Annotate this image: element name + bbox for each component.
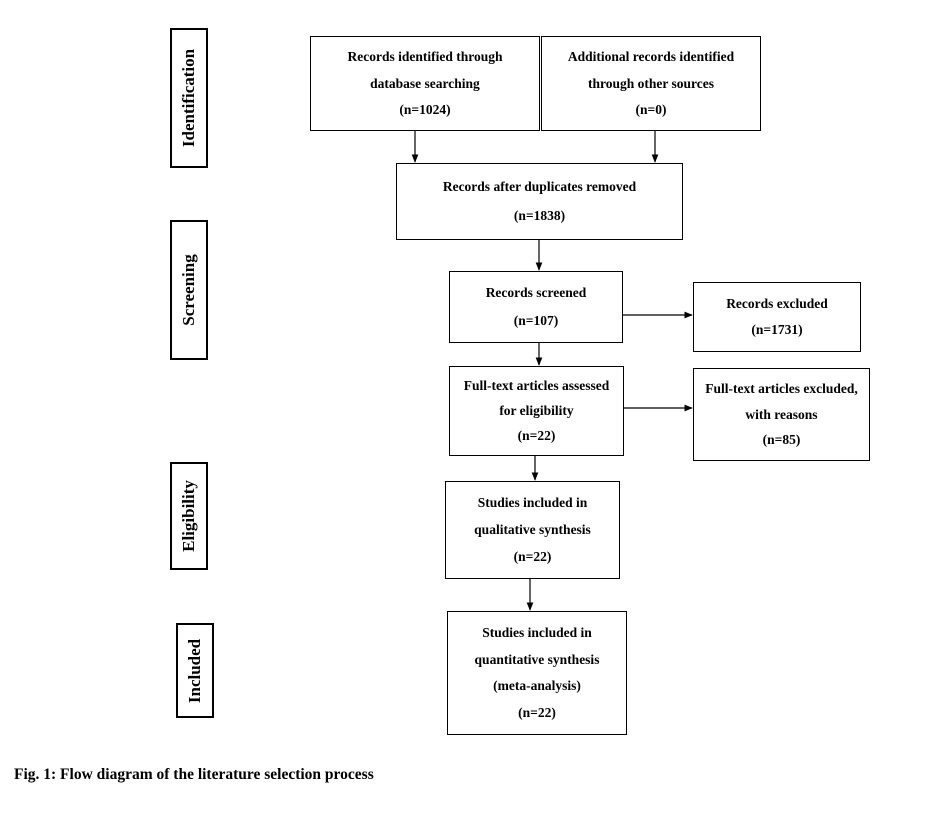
box-qualitative-synthesis: Studies included in qualitative synthesi… [445,481,620,579]
stage-included: Included [176,623,214,718]
box-database-line1: Records identified through [347,49,503,65]
box-quantitative-synthesis: Studies included in quantitative synthes… [447,611,627,735]
box-qualitative-line1: Studies included in [477,495,588,510]
box-database-records: Records identified through database sear… [310,36,540,131]
box-quantitative-line1: Studies included in [482,624,592,640]
box-records-screened: Records screened (n=107) [449,271,623,343]
box-other-count: (n=0) [635,101,667,117]
stage-screening: Screening [170,220,208,360]
stage-identification: Identification [170,28,208,168]
box-fulltext-excluded: Full-text articles excluded, with reason… [693,368,870,461]
box-fulltext-excluded-line1: Full-text articles excluded, [705,380,858,396]
box-fulltext-assessed: Full-text articles assessed for eligibil… [449,366,624,456]
box-excluded-count: (n=1731) [751,322,803,338]
box-duplicates-line1: Records after duplicates removed [442,179,637,194]
box-duplicates-removed: Records after duplicates removed (n=1838… [396,163,683,240]
box-records-excluded: Records excluded (n=1731) [693,282,861,352]
box-screened-line1: Records screened [485,285,587,301]
box-qualitative-line2: qualitative synthesis [474,522,591,537]
box-qualitative-count: (n=22) [513,549,552,564]
box-other-line1: Additional records identified [567,49,735,65]
stage-eligibility: Eligibility [170,462,208,570]
figure-caption: Fig. 1: Flow diagram of the literature s… [14,766,374,783]
box-fulltext-line1: Full-text articles assessed [463,378,610,393]
box-quantitative-count: (n=22) [518,705,556,721]
box-duplicates-count: (n=1838) [513,208,566,223]
box-fulltext-excluded-count: (n=85) [762,432,801,448]
box-fulltext-excluded-line2: with reasons [745,406,818,422]
box-fulltext-line2: for eligibility [499,403,574,418]
box-quantitative-line2: quantitative synthesis [474,651,600,667]
box-other-sources: Additional records identified through ot… [541,36,761,131]
box-excluded-line1: Records excluded [726,295,828,311]
box-database-count: (n=1024) [399,101,451,117]
box-fulltext-count: (n=22) [517,428,556,443]
box-quantitative-line3: (meta-analysis) [493,678,581,694]
box-screened-count: (n=107) [513,312,559,328]
box-other-line2: through other sources [587,75,714,91]
box-database-line2: database searching [370,75,480,91]
